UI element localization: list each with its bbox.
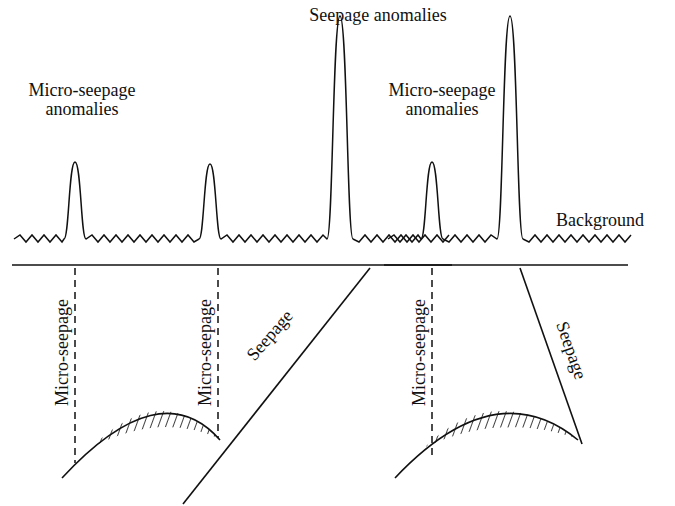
reservoir-hatch <box>425 411 576 447</box>
path-label: Micro-seepage <box>196 299 215 406</box>
path-label: Micro-seepage <box>53 299 72 406</box>
anomaly-curve <box>14 16 449 242</box>
micro-seepage-path <box>217 268 219 438</box>
anomaly-curve <box>388 16 631 242</box>
path-label: Micro-seepage <box>410 299 429 406</box>
peak-label: Seepage anomalies <box>309 6 446 25</box>
peak-label: Micro-seepage anomalies <box>17 81 147 119</box>
background-label: Background <box>556 211 644 230</box>
baseline <box>384 264 628 266</box>
fault-label: Seepage <box>243 306 297 364</box>
micro-seepage-path <box>74 268 76 463</box>
fault-label: Seepage <box>552 319 590 382</box>
seepage-fault <box>183 268 370 504</box>
reservoir-hatch <box>92 411 218 447</box>
micro-seepage-path <box>431 268 433 456</box>
peak-label: Micro-seepage anomalies <box>377 81 507 119</box>
